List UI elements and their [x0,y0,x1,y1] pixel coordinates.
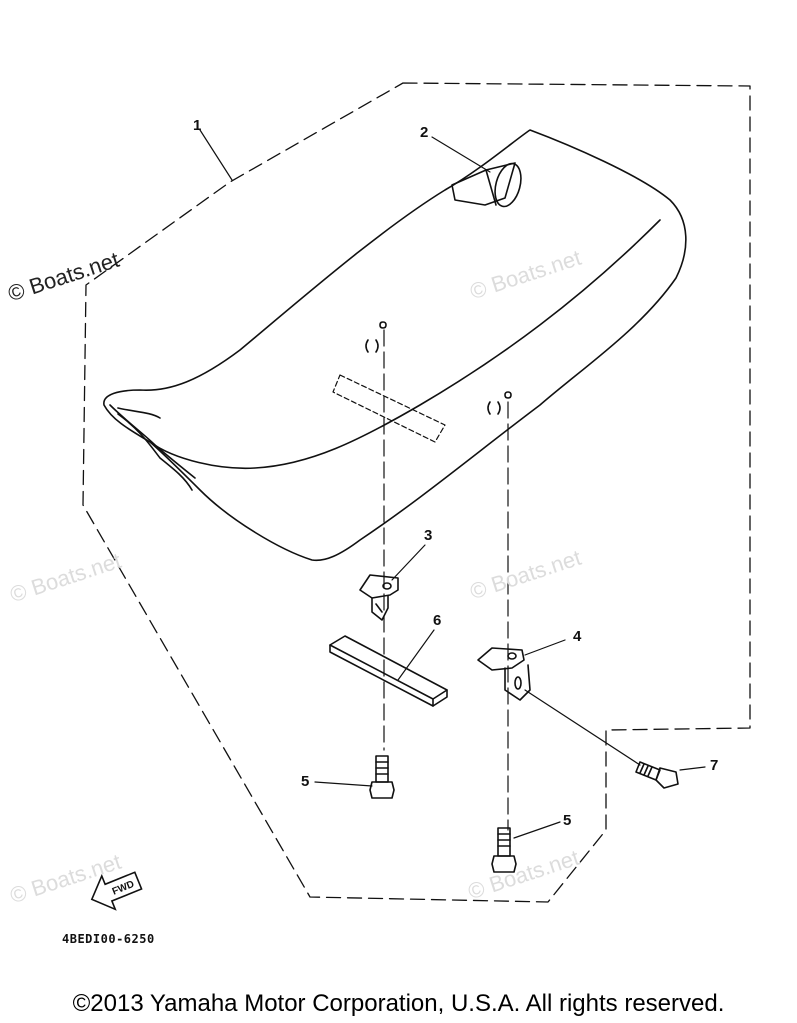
seat-bracket-3 [359,574,399,621]
callout-2: 2 [420,124,429,141]
callout-3: 3 [424,527,433,544]
seat-body [103,129,687,562]
assembly-boundary [82,82,751,903]
callout-4: 4 [573,628,582,645]
seat-strap [451,162,522,208]
fwd-arrow-icon: FWD [90,871,143,911]
diagram-code: 4BEDI00-6250 [62,932,155,946]
copyright-notice: ©2013 Yamaha Motor Corporation, U.S.A. A… [72,990,725,1017]
bolt-5-left [369,755,395,799]
callout-6: 6 [433,612,442,629]
bolt-7 [635,761,679,789]
callout-7: 7 [710,757,719,774]
bolt-5-right [491,827,517,873]
callout-5-right: 5 [563,812,572,829]
damper-strip-6 [329,635,448,707]
seat-bracket-4 [477,647,531,701]
callout-5-left: 5 [301,773,310,790]
callout-1: 1 [193,117,202,134]
